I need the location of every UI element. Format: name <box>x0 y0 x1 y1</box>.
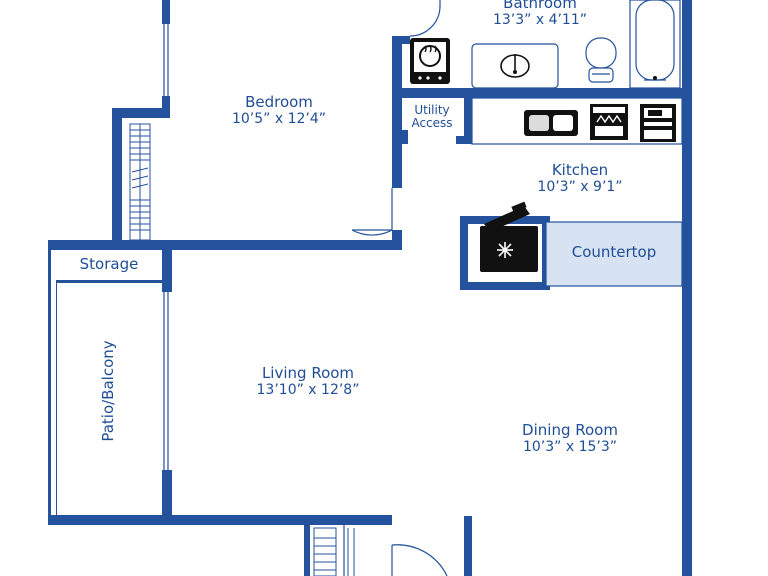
utility-line2: Access <box>411 115 453 130</box>
wall-closet-left <box>112 108 122 250</box>
double-sink-icon <box>524 110 578 136</box>
wall-storage-bottom <box>56 280 162 283</box>
wall-stair-left <box>304 525 310 576</box>
wall-bedroom-bottom <box>162 240 402 250</box>
dining-room-dims: 10’3” x 15’3” <box>522 439 618 456</box>
utility-access-label: Utility Access <box>406 104 458 129</box>
wall-living-left-lower <box>162 470 172 520</box>
kitchen-label: Kitchen 10’3” x 9’1” <box>528 161 632 196</box>
bathroom-dims: 13’3” x 4’11” <box>492 12 588 29</box>
dining-room-name: Dining Room <box>522 421 618 439</box>
wall-bedroom-right <box>392 36 402 188</box>
countertop-name: Countertop <box>571 243 657 261</box>
wall-utility-right <box>464 98 472 144</box>
bedroom-name: Bedroom <box>245 93 313 111</box>
oven-icon <box>640 104 676 142</box>
stairs-icon <box>313 527 355 576</box>
walls <box>48 0 692 576</box>
door-swing-icon <box>409 5 441 37</box>
wall-top-left <box>162 0 170 24</box>
wall-patio-inner <box>56 283 57 515</box>
wall-bottom <box>48 515 392 525</box>
storage-name: Storage <box>79 255 139 273</box>
wall-bedroom-left-upper <box>162 96 170 118</box>
kitchen-dims: 10’3” x 9’1” <box>537 179 623 196</box>
bathroom-label: Bathroom 13’3” x 4’11” <box>488 0 592 28</box>
bathroom-name: Bathroom <box>503 0 577 12</box>
door-swing-icon <box>351 188 393 236</box>
wall-storage-right <box>162 250 172 292</box>
kitchen-fixtures <box>471 97 683 145</box>
wall-bathroom-left <box>392 36 402 98</box>
wall-closet-top <box>112 108 170 118</box>
windows <box>163 24 345 576</box>
utility-line1: Utility <box>414 103 450 117</box>
refrigerator-icon <box>480 201 538 272</box>
dishwasher-icon <box>590 104 628 140</box>
wall-bathroom-top-left <box>392 36 410 44</box>
wall-right-exterior <box>682 0 692 576</box>
living-room-name: Living Room <box>261 364 355 382</box>
wall-patio-left <box>48 250 51 520</box>
kitchen-name: Kitchen <box>551 161 609 179</box>
storage-label: Storage <box>60 255 158 273</box>
bathroom-fixtures <box>410 0 681 89</box>
dining-room-label: Dining Room 10’3” x 15’3” <box>506 421 634 456</box>
bedroom-dims: 10’5” x 12’4” <box>231 111 327 128</box>
bedroom-label: Bedroom 10’5” x 12’4” <box>216 93 342 128</box>
living-room-dims: 13’10” x 12’8” <box>256 382 360 399</box>
bathtub-icon <box>629 0 681 89</box>
wall-bottom-right-stub <box>464 516 472 576</box>
patio-balcony-label: Patio/Balcony <box>99 340 117 442</box>
toilet-icon <box>585 37 617 83</box>
doors <box>351 0 448 576</box>
wall-utility-bottom-left <box>402 136 408 144</box>
wall-bathroom-bottom <box>392 88 682 98</box>
countertop-surface <box>545 221 683 287</box>
door-swing-icon <box>391 544 448 576</box>
closet-shelves <box>129 123 151 241</box>
countertop-label: Countertop <box>548 243 680 261</box>
living-room-label: Living Room 13’10” x 12’8” <box>240 364 376 399</box>
wall-storage-top <box>48 240 172 250</box>
fridge-countertop <box>460 201 683 290</box>
wall-utility-bottom-right <box>456 136 472 144</box>
